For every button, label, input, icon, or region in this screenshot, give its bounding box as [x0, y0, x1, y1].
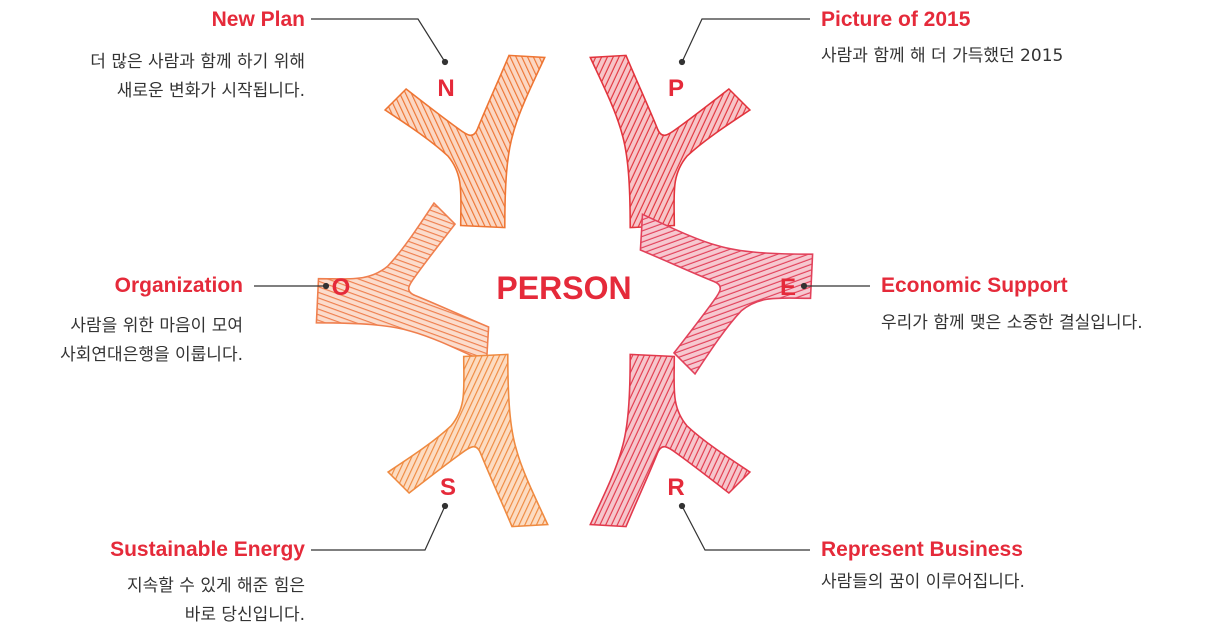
leader-dot-r — [678, 502, 686, 510]
desc-picture-2015: 사람과 함께 해 더 가득했던 2015 — [821, 42, 1063, 71]
leader-line-s — [311, 505, 446, 551]
desc-new-plan-line-1: 더 많은 사람과 함께 하기 위해 — [90, 52, 305, 72]
desc-organization-line-1: 사람을 위한 마음이 모여 — [70, 316, 243, 336]
arm-p-shape — [589, 54, 752, 229]
desc-organization-line-2: 사회연대은행을 이룹니다. — [60, 345, 243, 365]
title-sustainable-energy: Sustainable Energy — [110, 538, 305, 561]
arm-r-shape — [589, 353, 752, 528]
arm-e-shape — [639, 213, 814, 376]
leader-dot-n — [441, 58, 449, 66]
leader-dot-e — [800, 282, 808, 290]
desc-economic-support: 우리가 함께 맺은 소중한 결실입니다. — [881, 309, 1143, 338]
letter-p: P — [668, 75, 684, 102]
letter-o: O — [332, 274, 351, 301]
leader-line-n — [311, 18, 446, 63]
leader-lines — [254, 18, 870, 551]
letter-n: N — [437, 75, 454, 102]
arm-o-shape — [315, 201, 490, 364]
leader-dot-p — [678, 58, 686, 66]
center-label: PERSON — [496, 270, 631, 306]
desc-represent-business: 사람들의 꿈이 이루어집니다. — [821, 568, 1025, 597]
arm-n-shape — [383, 54, 546, 229]
desc-economic-support-line-1: 우리가 함께 맺은 소중한 결실입니다. — [881, 313, 1143, 333]
desc-sustainable-energy-line-1: 지속할 수 있게 해준 힘은 — [126, 576, 305, 596]
leader-line-p — [681, 18, 810, 63]
leader-line-r — [681, 505, 810, 551]
desc-picture-2015-line-1: 사람과 함께 해 더 가득했던 2015 — [821, 46, 1064, 66]
arm-s-shape — [386, 353, 549, 528]
letter-r: R — [667, 474, 684, 501]
desc-organization: 사람을 위한 마음이 모여 사회연대은행을 이룹니다. — [60, 312, 243, 370]
leader-dot-s — [441, 502, 449, 510]
title-represent-business: Represent Business — [821, 538, 1023, 561]
title-picture-2015: Picture of 2015 — [821, 8, 971, 31]
title-economic-support: Economic Support — [881, 274, 1068, 297]
letter-e: E — [780, 274, 796, 301]
leader-dot-o — [322, 282, 330, 290]
desc-represent-business-line-1: 사람들의 꿈이 이루어집니다. — [821, 572, 1025, 592]
desc-sustainable-energy: 지속할 수 있게 해준 힘은 바로 당신입니다. — [127, 572, 305, 630]
title-new-plan: New Plan — [211, 8, 305, 31]
letter-s: S — [440, 474, 456, 501]
desc-sustainable-energy-line-2: 바로 당신입니다. — [184, 605, 305, 625]
desc-new-plan-line-2: 새로운 변화가 시작됩니다. — [116, 81, 305, 101]
title-organization: Organization — [114, 274, 243, 297]
desc-new-plan: 더 많은 사람과 함께 하기 위해 새로운 변화가 시작됩니다. — [90, 48, 305, 106]
